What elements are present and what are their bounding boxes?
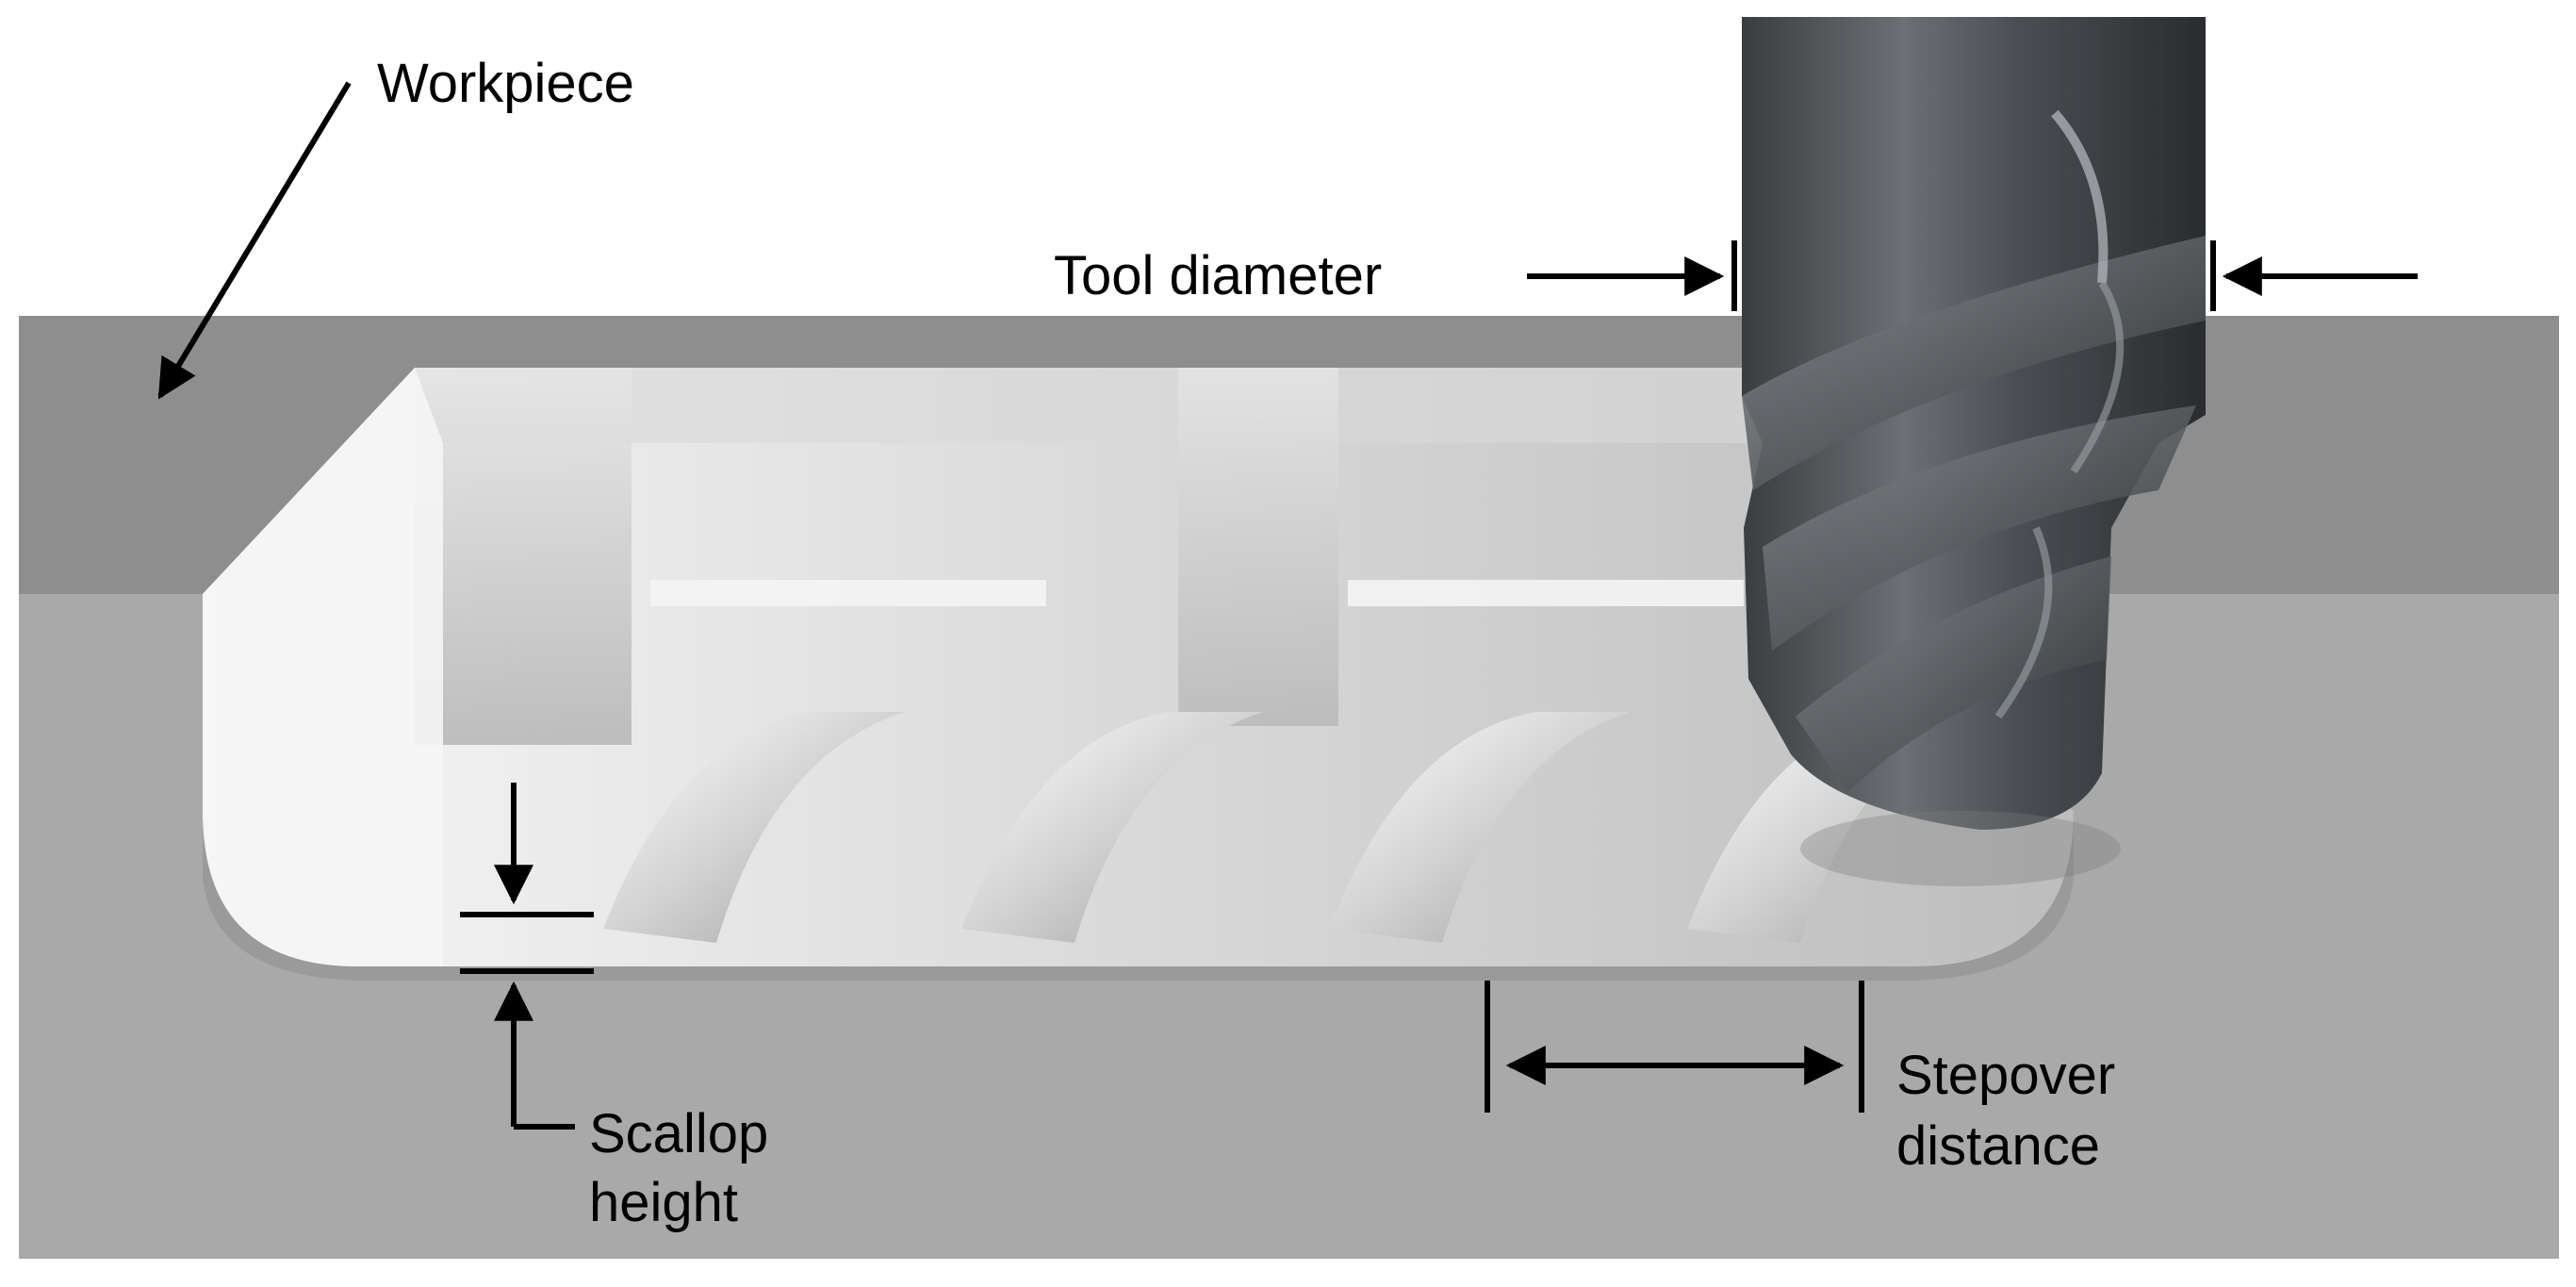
scallop-label-line1: Scallop	[589, 1103, 768, 1164]
scallop-ridge-2	[961, 712, 1263, 943]
stepover-label-line2: distance	[1896, 1115, 2100, 1177]
pocket-chamfer	[203, 368, 443, 966]
workpiece-label: Workpiece	[377, 53, 634, 114]
stepover-label-line1: Stepover	[1896, 1045, 2115, 1106]
pass-wall-2	[1178, 368, 1338, 726]
scallop-label-line2: height	[589, 1172, 738, 1233]
scallop-ridge-4	[1687, 712, 1989, 943]
scallop-ridge-3	[1329, 712, 1631, 943]
scallop-ridge-1	[603, 712, 905, 943]
tool-tip-shadow	[1800, 811, 2121, 886]
tool-flute-3	[1796, 556, 2111, 792]
tool-highlight-3	[1994, 526, 2053, 719]
tool-highlight-1	[2051, 109, 2108, 284]
tool-flute-1	[1742, 236, 2206, 490]
pass-wall-1	[415, 368, 632, 745]
end-mill-tool	[1742, 17, 2206, 886]
pocket-back-wall	[415, 368, 1791, 443]
glint-1	[650, 580, 1046, 606]
tool-shank	[1742, 17, 2206, 273]
tool-flute-2	[1763, 405, 2196, 651]
milled-pocket	[203, 368, 2074, 981]
tool-highlight-2	[2070, 280, 2125, 474]
glint-2	[1348, 580, 1744, 606]
annotations	[157, 81, 2418, 1130]
workpiece-arrow	[157, 81, 352, 400]
tool-diameter-label: Tool diameter	[1054, 245, 1382, 306]
